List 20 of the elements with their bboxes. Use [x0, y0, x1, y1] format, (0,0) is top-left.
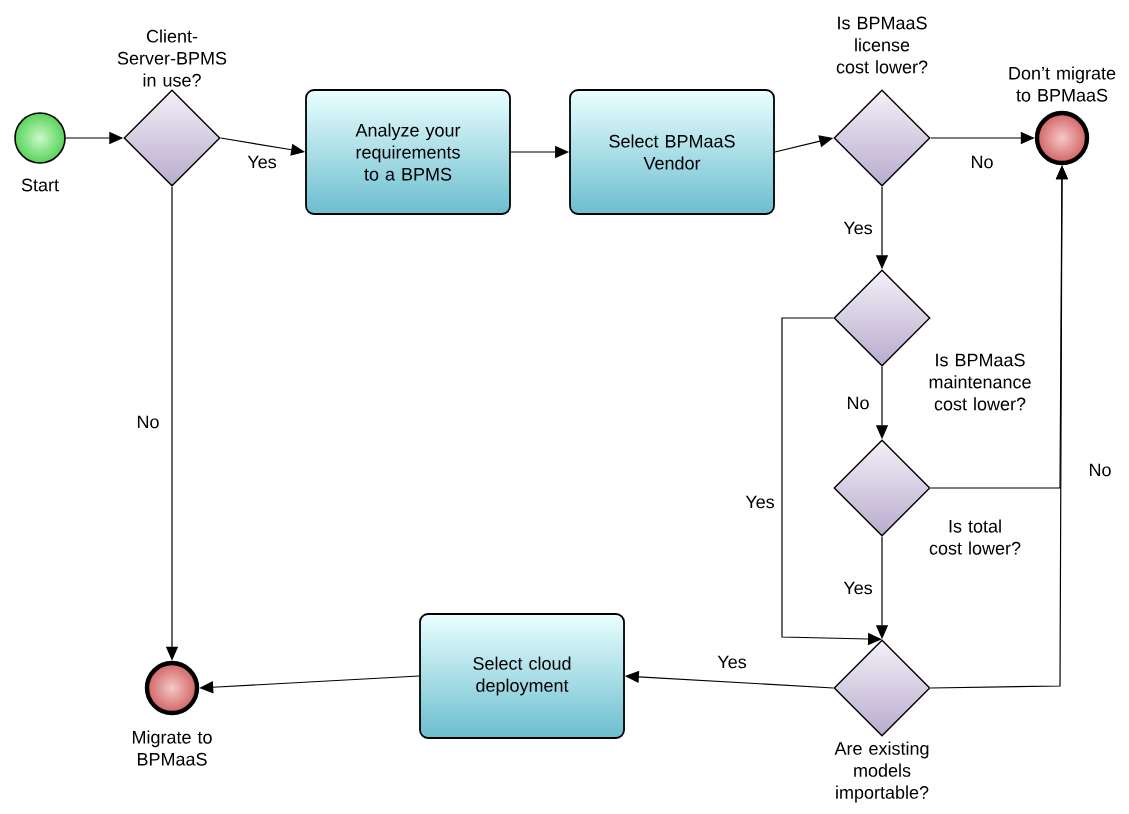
event-label: Migrate to BPMaaS	[132, 730, 212, 766]
process-box: Select BPMaaS Vendor	[569, 89, 775, 215]
edge-label: No	[967, 152, 997, 172]
process-box: Select cloud deployment	[419, 613, 625, 739]
edge-label: Yes	[742, 492, 778, 512]
question-text: Is BPMaaS license cost lower?	[836, 16, 928, 74]
edge-label: No	[843, 393, 873, 413]
edge-label: Yes	[244, 152, 280, 172]
event-label: Start	[21, 178, 59, 192]
question-text: Is total cost lower?	[929, 519, 1021, 555]
question-text: Is BPMaaS maintenance cost lower?	[929, 353, 1031, 411]
edge-label: Yes	[714, 652, 750, 672]
edge-label: Yes	[840, 218, 876, 238]
question-text: Are existing models importable?	[834, 741, 929, 803]
edge-label: Yes	[840, 578, 876, 598]
process-box: Analyze your requirements to a BPMS	[305, 89, 511, 215]
edge-label: No	[1085, 460, 1115, 480]
event-label: Don’t migrate to BPMaaS	[1009, 66, 1116, 102]
edge-label: No	[133, 412, 163, 432]
question-text: Client-Server-BPMS in use?	[117, 29, 227, 87]
